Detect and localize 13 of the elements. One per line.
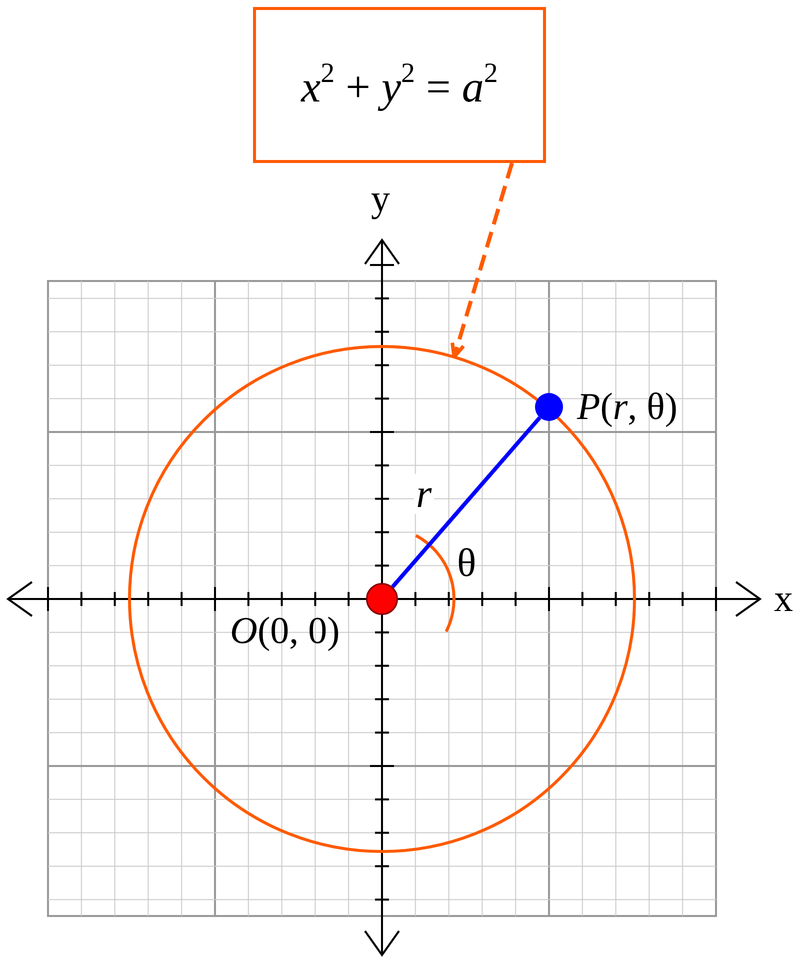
- point-marker: [535, 393, 563, 421]
- angle-label: θ: [457, 543, 476, 583]
- point-label: P(r, θ): [577, 388, 678, 426]
- point-label: O(0, 0): [230, 612, 340, 650]
- axis-label: x: [774, 580, 793, 618]
- leader-arrow: [450, 162, 514, 359]
- radius-line: [390, 416, 542, 588]
- equation: x$^{2}$ + y$^{2}$ = a$^{2}$: [301, 60, 498, 110]
- axis-label: y: [371, 180, 390, 218]
- equation-box: [253, 7, 546, 163]
- edge-label: r: [414, 474, 434, 514]
- point-marker: [366, 583, 398, 615]
- circle-curve: [128, 345, 636, 853]
